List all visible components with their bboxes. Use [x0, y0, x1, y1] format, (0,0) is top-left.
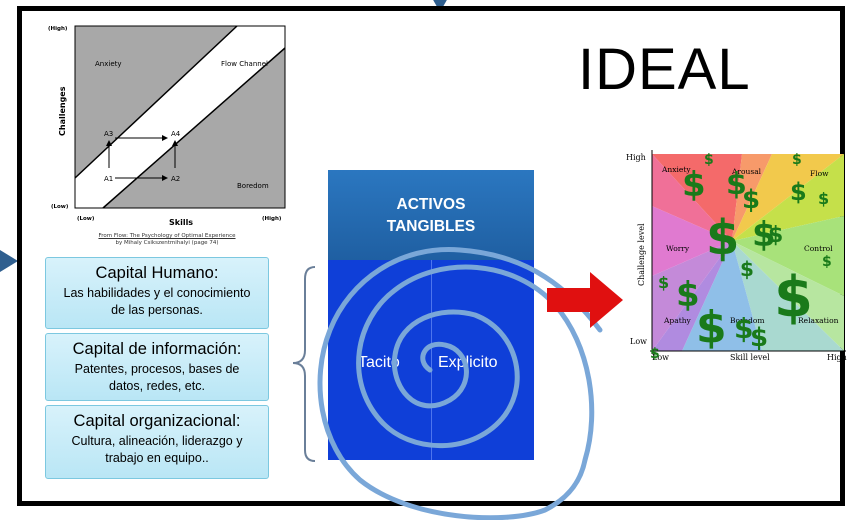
matrix-worry: Worry [666, 244, 690, 253]
activos-title: ACTIVOS TANGIBLES [328, 194, 534, 238]
dollar-sign: $ [704, 152, 714, 168]
flow-caption-line2: by Mihaly Csikszentmihalyi (page 74) [115, 240, 219, 246]
flow-a1: A1 [104, 175, 113, 183]
dollar-sign: $ [682, 165, 706, 205]
dollar-sign: $ [792, 152, 802, 168]
skill-challenge-matrix: High Low Low High Skill level Challenge … [622, 146, 852, 366]
tacito-label: Tacito [358, 354, 400, 371]
matrix-high-x: High [827, 353, 847, 362]
flow-channel-label: Flow Channel [221, 60, 268, 68]
flow-y-high: (High) [48, 26, 68, 32]
matrix-anxiety: Anxiety [661, 165, 691, 174]
flow-chart: (High) (Low) (Low) (High) Skills Challen… [47, 18, 287, 250]
flow-x-label: Skills [169, 218, 193, 227]
dollar-signs: $ $ $ $ $ $ $ $ $ $ $ $ $ $ $ $ $ $ $ [650, 152, 832, 362]
matrix-boredom: Boredom [730, 316, 764, 325]
capital-humano-box: Capital Humano: Las habilidades y el con… [45, 257, 269, 329]
spiral-scribble [317, 247, 603, 520]
dollar-sign: $ [676, 275, 700, 315]
capital-informacion-title: Capital de información: [72, 340, 242, 358]
activos-tangibles-block: ACTIVOS TANGIBLES Tacito Explicito [328, 170, 534, 460]
flow-a3: A3 [104, 130, 113, 138]
dollar-sign: $ [818, 189, 829, 208]
flow-a4: A4 [171, 130, 181, 138]
flow-channel-text: Flow Channel [221, 60, 268, 68]
matrix-relaxation: Relaxation [798, 316, 839, 325]
ideal-title: IDEAL [578, 37, 751, 102]
flow-x-low: (Low) [77, 216, 95, 222]
left-arrow [0, 250, 18, 272]
matrix-apathy: Apathy [663, 316, 692, 325]
flow-anxiety-label: Anxiety [95, 60, 122, 68]
activos-title-line2: TANGIBLES [386, 218, 476, 235]
dollar-sign: $ [774, 265, 813, 330]
capital-humano-desc: Las habilidades y el conocimiento de las… [63, 286, 251, 317]
dollar-sign: $ [750, 323, 768, 353]
activos-divider [431, 260, 432, 460]
dollar-sign: $ [822, 254, 832, 270]
capital-informacion-desc: Patentes, procesos, bases de datos, rede… [74, 362, 240, 393]
flow-y-label: Challenges [58, 86, 67, 136]
flow-caption-line1: From Flow: The Psychology of Optimal Exp… [98, 233, 236, 239]
matrix-low-y: Low [630, 337, 647, 346]
matrix-control: Control [804, 244, 833, 253]
activos-header [328, 170, 534, 260]
dollar-sign: $ [790, 178, 807, 206]
bracket [292, 266, 316, 462]
dollar-sign: $ [650, 346, 660, 362]
flow-y-low: (Low) [51, 204, 69, 210]
matrix-y-label: Challenge level [637, 223, 646, 286]
dollar-sign: $ [742, 185, 760, 215]
flow-caption: From Flow: The Psychology of Optimal Exp… [47, 233, 287, 247]
flow-a2: A2 [171, 175, 180, 183]
dollar-sign: $ [696, 302, 727, 353]
capital-organizacional-desc: Cultura, alineación, liderazgo y trabajo… [71, 434, 243, 465]
capital-organizacional-box: Capital organizacional: Cultura, alineac… [45, 405, 269, 479]
matrix-arousal: Arousal [731, 167, 762, 176]
explicito-label: Explicito [438, 354, 498, 371]
dollar-sign: $ [706, 210, 739, 266]
capital-humano-title: Capital Humano: [95, 264, 219, 282]
dollar-sign: $ [726, 167, 747, 202]
matrix-flow: Flow [810, 169, 829, 178]
dollar-sign: $ [658, 273, 669, 292]
matrix-high-y: High [626, 153, 646, 162]
flow-boredom-label: Boredom [237, 182, 269, 190]
matrix-x-label: Skill level [730, 353, 770, 362]
capital-organizacional-title: Capital organizacional: [73, 412, 241, 430]
dollar-sign: $ [768, 223, 783, 248]
matrix-low-x: Low [652, 353, 669, 362]
dollar-sign: $ [752, 215, 776, 255]
dollar-sign: $ [734, 312, 753, 345]
flow-x-high: (High) [262, 216, 282, 222]
red-arrow [547, 272, 623, 328]
capital-informacion-box: Capital de información: Patentes, proces… [45, 333, 269, 401]
dollar-sign: $ [740, 257, 754, 281]
activos-title-line1: ACTIVOS [396, 196, 466, 213]
